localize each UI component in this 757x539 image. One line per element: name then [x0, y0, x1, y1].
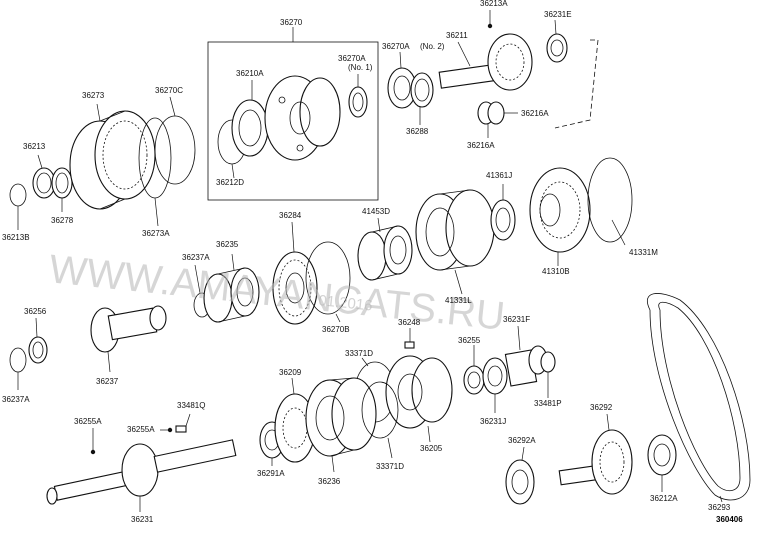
part-number-36270a-7: 36270A — [338, 54, 366, 63]
bearing-36270A-no1 — [348, 74, 368, 118]
part-number-36213-15: 36213 — [23, 142, 46, 151]
part-number-36273a-20: 36273A — [142, 229, 170, 238]
part-number-36231e-2: 36231E — [544, 10, 572, 19]
ball-36255A-left — [90, 428, 96, 455]
ring-36255 — [463, 345, 485, 395]
snap-ring-41331M — [587, 157, 633, 246]
part-number-41361j-17: 41361J — [486, 171, 512, 180]
key-36248 — [404, 328, 415, 349]
bearing-36231J — [482, 357, 508, 413]
part-number-36236-46: 36236 — [318, 477, 341, 486]
ring-36237A-lower — [9, 347, 27, 390]
part-number-36210a-9: 36210A — [236, 69, 264, 78]
part-number-36255-32: 36255 — [458, 336, 481, 345]
drum-41331L — [415, 189, 495, 295]
bearing-36212A — [647, 434, 677, 492]
part-number-41331l-27: 41331L — [445, 296, 472, 305]
part-number-41453d-21: 41453D — [362, 207, 390, 216]
part-number-36209-36: 36209 — [279, 368, 302, 377]
part-number-36205-43: 36205 — [420, 444, 443, 453]
part-number-36291a-45: 36291A — [257, 469, 285, 478]
hub-41453D — [357, 217, 413, 281]
part-number-33371d-44: 33371D — [376, 462, 404, 471]
ball-36255A-right — [160, 427, 173, 433]
part-number-36231-48: 36231 — [131, 515, 154, 524]
dashed-bracket — [554, 39, 599, 129]
part-number-36256-28: 36256 — [24, 307, 47, 316]
gear-36210A — [231, 80, 269, 157]
part-number-36216a-14: 36216A — [467, 141, 495, 150]
part-number-36270a-5: 36270A — [382, 42, 410, 51]
part-number-36255a-40: 36255A — [74, 417, 102, 426]
shaft-36211 — [438, 10, 533, 91]
planetary-carrier — [264, 75, 341, 161]
part-number-41331m-25: 41331M — [629, 248, 658, 257]
part-number-36284-22: 36284 — [279, 211, 302, 220]
carrier-41310B — [529, 167, 591, 266]
sprocket-36292 — [558, 413, 633, 495]
bearing-36231E — [546, 19, 568, 63]
part-number-36237a-24: 36237A — [182, 253, 210, 262]
part-number-36292-39: 36292 — [590, 403, 613, 412]
part-number-36213a-1: 36213A — [480, 0, 508, 8]
ring-gear-36273 — [69, 103, 156, 210]
part-number-36211-4: 36211 — [446, 31, 468, 40]
part-number-36273-10: 36273 — [82, 91, 105, 100]
part-number-36212a-49: 36212A — [650, 494, 678, 503]
subassembly-box-36270 — [207, 27, 379, 201]
part-number-36293-50: 36293 — [708, 503, 731, 512]
part-number-36231f-31: 36231F — [503, 315, 530, 324]
sleeve-36235 — [203, 253, 260, 323]
washer-36256 — [28, 317, 48, 364]
bearing-36270A-no2 — [387, 51, 417, 109]
collar-36216A — [477, 101, 518, 138]
snap-ring-36270C — [154, 96, 196, 185]
drive-chain-36293 — [647, 293, 751, 503]
part-number-33481p-37: 33481P — [534, 399, 562, 408]
part-number-36237-35: 36237 — [96, 377, 119, 386]
snap-ring-36273A — [138, 117, 172, 227]
shaft-36231F — [504, 325, 548, 387]
part-number-41310b-26: 41310B — [542, 267, 570, 276]
snap-ring-33371D-lower — [361, 381, 399, 459]
gear-36209 — [274, 377, 316, 463]
part-number-33481q-41: 33481Q — [177, 401, 205, 410]
part-number-36292a-47: 36292A — [508, 436, 536, 445]
part-number-36212d-16: 36212D — [216, 178, 244, 187]
part-number-36213b-19: 36213B — [2, 233, 30, 242]
snap-ring-36213B — [9, 183, 27, 230]
washer-41361J — [490, 184, 516, 241]
part-number-36231j-38: 36231J — [480, 417, 506, 426]
part-number-36255a-42: 36255A — [127, 425, 155, 434]
ring-36270B — [305, 241, 351, 323]
pin-33481Q — [175, 413, 191, 433]
part-number-36270-3: 36270 — [280, 18, 303, 27]
watermark-date: 01.2016 — [318, 292, 374, 315]
part-number--no-1--8: (No. 1) — [348, 63, 373, 72]
part-number-36237a-34: 36237A — [2, 395, 30, 404]
drawing-code: 360406 — [716, 515, 743, 524]
gear-shaft-36237 — [90, 305, 167, 373]
output-shaft-36231 — [46, 439, 237, 512]
part-number-36216a-13: 36216A — [521, 109, 549, 118]
collar-33481P — [540, 351, 556, 398]
part-number-36270b-29: 36270B — [322, 325, 350, 334]
part-number-36248-30: 36248 — [398, 318, 421, 327]
part-number-36288-12: 36288 — [406, 127, 429, 136]
part-number-33371d-33: 33371D — [345, 349, 373, 358]
part-labels: 36213A 36231E 36270 36211 36270A (No. 2) 36270… — [2, 0, 731, 524]
washer-36213 — [32, 154, 56, 199]
part-number--no-2--6: (No. 2) — [420, 42, 445, 51]
part-number-36270c-11: 36270C — [155, 86, 183, 95]
part-number-36235-23: 36235 — [216, 240, 239, 249]
synchro-hub-36205 — [385, 355, 453, 443]
bearing-36292A — [505, 446, 535, 505]
washer-36288 — [410, 72, 434, 125]
hub-36236 — [305, 377, 377, 473]
gear-36284 — [272, 221, 318, 325]
ring-36278 — [51, 167, 73, 212]
part-number-36278-18: 36278 — [51, 216, 74, 225]
